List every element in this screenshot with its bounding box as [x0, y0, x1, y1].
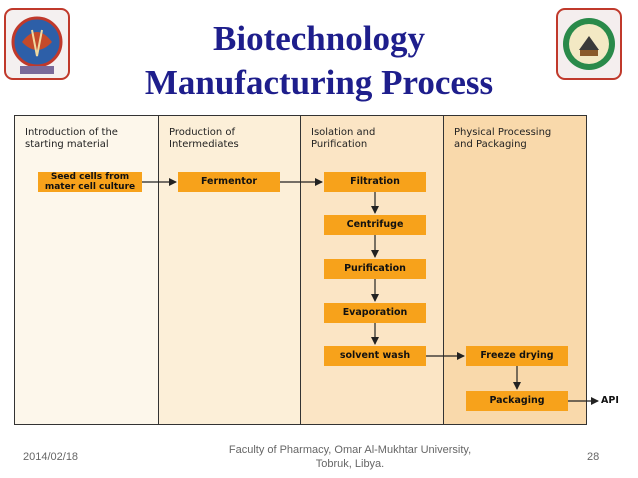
column-intermediates: Production of Intermediates: [159, 116, 301, 424]
evaporation-box: Evaporation: [324, 303, 426, 323]
seed-cells-box: Seed cells from mater cell culture: [38, 172, 142, 192]
api-output-label: API: [601, 395, 619, 406]
column-header: Physical Processing and Packaging: [454, 127, 552, 150]
university-logo-right: [556, 8, 622, 80]
column-processing-packaging: Physical Processing and Packaging: [444, 116, 586, 424]
packaging-box: Packaging: [466, 391, 568, 411]
column-header: Isolation and Purification: [311, 127, 376, 150]
column-starting-material: Introduction of the starting material: [15, 116, 159, 424]
fermentor-box: Fermentor: [178, 172, 280, 192]
purification-box: Purification: [324, 259, 426, 279]
filtration-box: Filtration: [324, 172, 426, 192]
solvent-wash-box: solvent wash: [324, 346, 426, 366]
slide-title-line1: Biotechnology: [213, 19, 425, 58]
footer-date: 2014/02/18: [23, 451, 79, 463]
university-logo-left: [4, 8, 70, 80]
freeze-drying-box: Freeze drying: [466, 346, 568, 366]
page-number: 28: [587, 451, 600, 463]
centrifuge-box: Centrifuge: [324, 215, 426, 235]
column-header: Production of Intermediates: [169, 127, 239, 150]
footer-institution: Faculty of Pharmacy, Omar Al-Mukhtar Uni…: [228, 444, 472, 470]
process-diagram: Introduction of the starting material Pr…: [14, 115, 587, 425]
column-header: Introduction of the starting material: [25, 127, 118, 150]
slide-title-line2: Manufacturing Process: [144, 63, 494, 102]
